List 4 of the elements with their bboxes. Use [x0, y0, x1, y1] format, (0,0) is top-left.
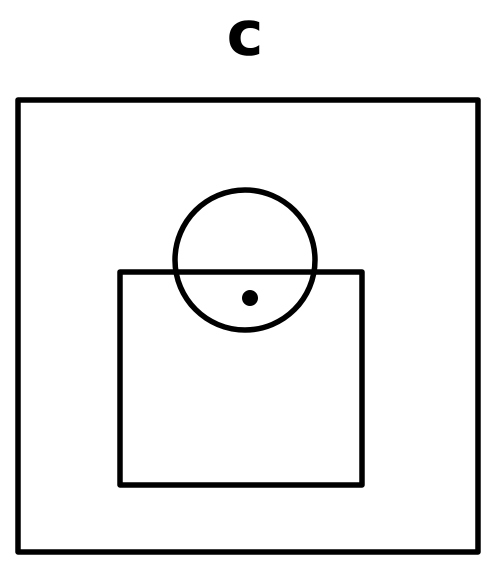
circle	[172, 187, 318, 333]
square	[117, 269, 365, 488]
square	[15, 97, 481, 555]
panel-letter: c	[229, 20, 260, 56]
